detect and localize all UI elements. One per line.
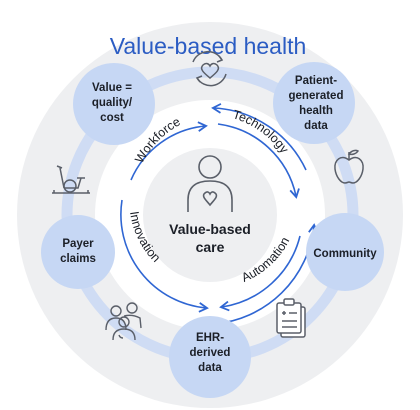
node-ehr-derived-data: EHR- derived data	[169, 316, 251, 398]
svg-text:Patient-: Patient-	[295, 75, 337, 87]
svg-text:Community: Community	[313, 248, 377, 260]
svg-text:claims: claims	[60, 253, 96, 265]
center-label-line1: Value-based	[169, 221, 251, 237]
svg-text:Value =: Value =	[92, 82, 132, 94]
svg-text:data: data	[304, 120, 328, 132]
svg-text:Payer: Payer	[62, 238, 94, 250]
svg-text:cost: cost	[100, 112, 124, 124]
exercise-bike-icon	[52, 165, 90, 194]
center-disc	[143, 148, 277, 282]
node-community: Community	[306, 213, 384, 291]
clipboard-icon	[276, 298, 306, 338]
arrow-technology-outer	[211, 103, 307, 171]
node-patient-generated-health-data: Patient- generated health data	[273, 62, 355, 144]
arrow-automation-inner	[219, 235, 301, 312]
heart-cycle-icon	[192, 50, 227, 87]
apple-icon	[334, 149, 364, 184]
svg-text:quality/: quality/	[92, 97, 133, 109]
arrow-technology-inner	[217, 123, 300, 199]
svg-text:derived: derived	[190, 347, 231, 359]
arrow-workforce	[130, 121, 208, 181]
group-icon	[105, 302, 142, 341]
node-value-quality-cost: Value = quality/ cost	[73, 63, 155, 145]
diagram-title: Value-based health	[110, 33, 307, 59]
svg-text:health: health	[299, 105, 333, 117]
node-payer-claims: Payer claims	[41, 215, 115, 289]
svg-text:EHR-: EHR-	[196, 332, 224, 344]
center-label-line2: care	[196, 239, 225, 255]
svg-text:generated: generated	[289, 90, 344, 102]
svg-text:data: data	[198, 362, 222, 374]
person-heart-icon	[187, 155, 233, 212]
arrow-innovation	[120, 199, 209, 313]
